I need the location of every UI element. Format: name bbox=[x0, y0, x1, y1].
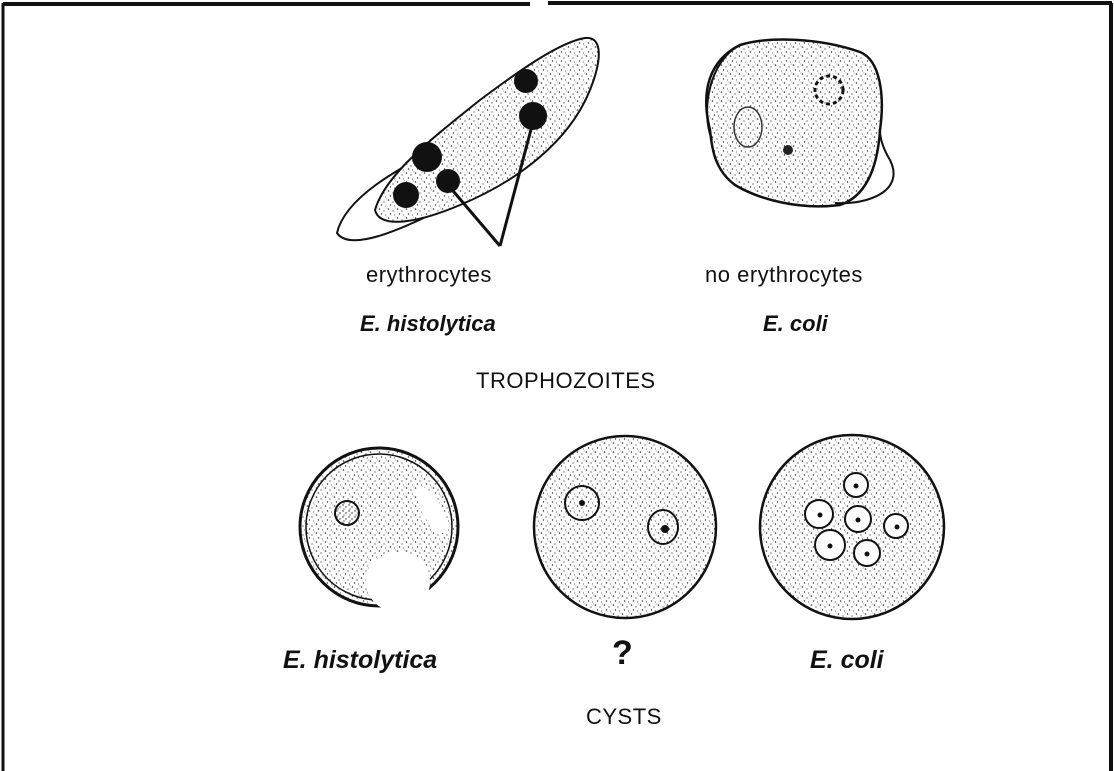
coli-trophozoite-label: E. coli bbox=[763, 311, 828, 337]
trophozoites-heading: TROPHOZOITES bbox=[476, 368, 656, 394]
erythrocyte bbox=[412, 142, 442, 172]
coli-cyst-label: E. coli bbox=[810, 646, 884, 675]
erythrocyte bbox=[436, 169, 460, 193]
coli-trophozoite-illustration bbox=[706, 40, 893, 207]
cysts-heading: CYSTS bbox=[586, 704, 662, 730]
histolytica-cyst-label: E. histolytica bbox=[283, 646, 437, 675]
histolytica-cyst-illustration bbox=[300, 448, 458, 612]
histolytica-trophozoite-label: E. histolytica bbox=[360, 311, 496, 337]
histolytica-trophozoite-illustration bbox=[337, 38, 599, 246]
erythrocyte bbox=[514, 69, 538, 93]
erythrocytes-caption: erythrocytes bbox=[366, 262, 492, 288]
unknown-cyst-label: ? bbox=[612, 634, 633, 673]
erythrocyte bbox=[393, 182, 419, 208]
unknown-cyst-illustration bbox=[534, 436, 716, 618]
coli-cyst-illustration bbox=[760, 435, 944, 619]
no-erythrocytes-caption: no erythrocytes bbox=[705, 262, 863, 288]
